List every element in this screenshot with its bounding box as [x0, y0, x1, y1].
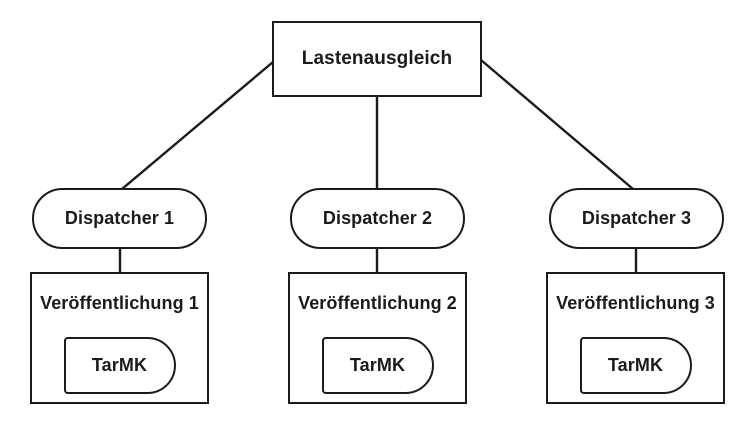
- tarmk-1-node: TarMK: [63, 337, 176, 394]
- dispatcher-1-node: Dispatcher 1: [32, 188, 207, 249]
- dispatcher-3-label: Dispatcher 3: [581, 208, 692, 228]
- tarmk-3-label: TarMK: [607, 355, 664, 375]
- publish-3-label: Veröffentlichung 3: [556, 293, 715, 313]
- publish-2-label: Veröffentlichung 2: [298, 293, 457, 313]
- edge-loadbalancer-dispatcher3: [480, 59, 634, 190]
- publish-1-node: Veröffentlichung 1 TarMK: [30, 272, 209, 404]
- publish-3-node: Veröffentlichung 3 TarMK: [546, 272, 725, 404]
- dispatcher-1-label: Dispatcher 1: [64, 208, 175, 228]
- tarmk-2-node: TarMK: [321, 337, 434, 394]
- tarmk-1-label: TarMK: [91, 355, 148, 375]
- tarmk-2-label: TarMK: [349, 355, 406, 375]
- publish-1-label: Veröffentlichung 1: [40, 293, 199, 313]
- load-balancer-node: Lastenausgleich: [272, 21, 482, 97]
- dispatcher-2-node: Dispatcher 2: [290, 188, 465, 249]
- tarmk-3-node: TarMK: [579, 337, 692, 394]
- load-balancer-label: Lastenausgleich: [301, 48, 453, 69]
- dispatcher-2-label: Dispatcher 2: [322, 208, 433, 228]
- dispatcher-3-node: Dispatcher 3: [549, 188, 724, 249]
- edge-loadbalancer-dispatcher1: [121, 61, 274, 190]
- publish-2-node: Veröffentlichung 2 TarMK: [288, 272, 467, 404]
